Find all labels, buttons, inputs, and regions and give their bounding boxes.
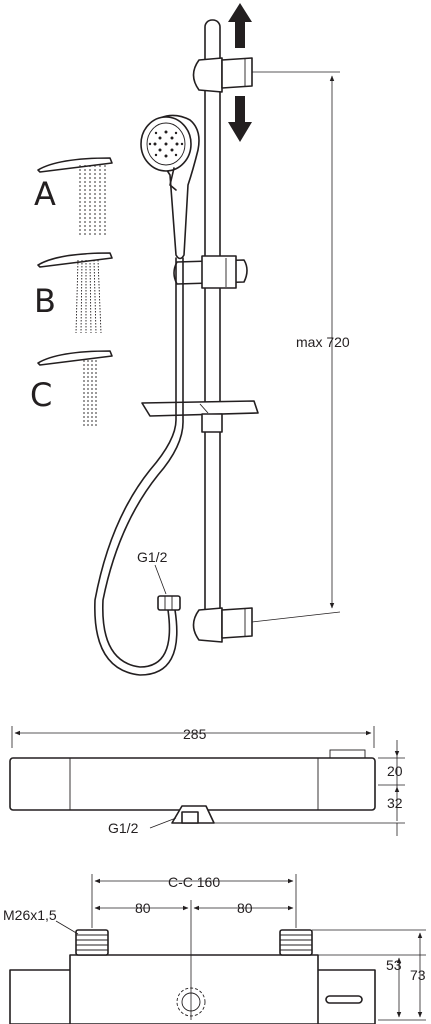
- shower-hose: [94, 257, 184, 676]
- hand-shower: [140, 114, 200, 260]
- centre-distance-label: C-C 160: [168, 874, 220, 890]
- spray-mode-b: [37, 252, 113, 334]
- hose-thread-label: G1/2: [137, 549, 168, 565]
- spray-mode-a: [37, 157, 113, 237]
- valve-outlet-thread-label: G1/2: [108, 820, 139, 836]
- soap-dish: [141, 400, 259, 433]
- right-half-distance-label: 80: [237, 900, 253, 916]
- spray-mode-c-label: C: [30, 376, 52, 414]
- valve-outlet-height-label: 32: [387, 795, 403, 811]
- shower-holder: [173, 255, 248, 289]
- total-height-label: 73: [410, 967, 426, 983]
- max-height-label: max 720: [296, 334, 350, 350]
- spray-mode-c: [37, 350, 113, 428]
- thermostat-front-view: [9, 749, 376, 824]
- bottom-wall-bracket: [192, 607, 253, 643]
- inlet-thread-label: M26x1,5: [3, 907, 57, 923]
- left-half-distance-label: 80: [135, 900, 151, 916]
- spray-mode-b-label: B: [34, 282, 56, 320]
- thermostat-top-view: [9, 929, 376, 1024]
- spray-mode-a-label: A: [34, 175, 56, 213]
- slide-rail: [204, 19, 221, 617]
- valve-length-label: 285: [183, 726, 207, 742]
- arrow-up-icon: [228, 3, 252, 48]
- max-height-dimension: [251, 71, 341, 623]
- body-height-label: 53: [386, 957, 402, 973]
- valve-top-height-label: 20: [387, 763, 403, 779]
- arrow-down-icon: [228, 96, 252, 142]
- top-wall-bracket: [192, 57, 253, 93]
